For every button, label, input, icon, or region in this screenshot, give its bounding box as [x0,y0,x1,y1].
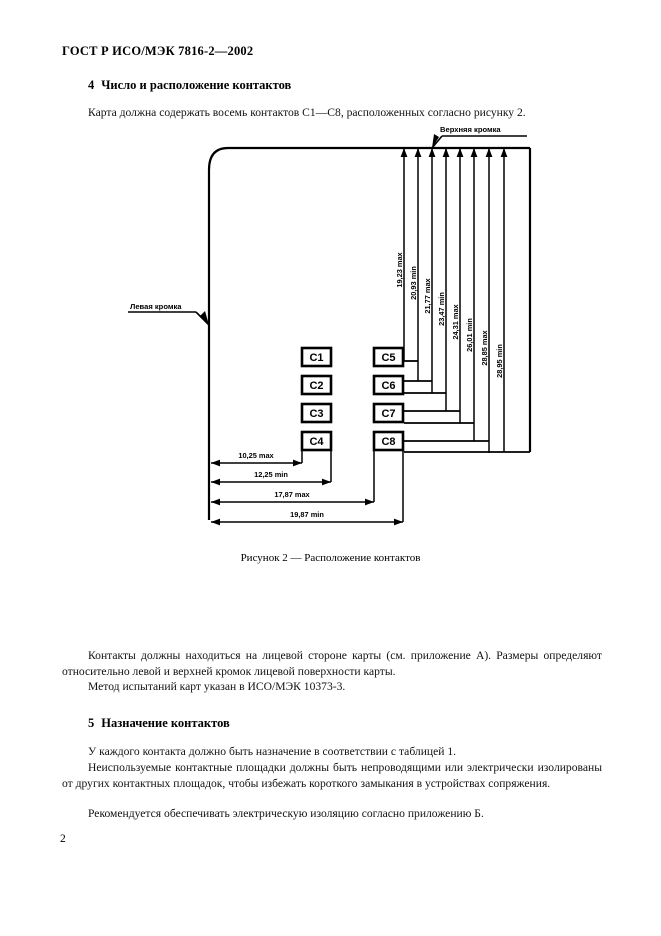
vdim-4 [442,148,450,411]
contact-label-c5: C5 [381,352,395,364]
vdim-label-4: 23,47 min [437,292,446,326]
card-outline [207,146,532,520]
section-5-title: Назначение контактов [101,716,230,730]
section-5-number: 5 [88,716,95,730]
section-heading-5: 5 Назначение контактов [88,716,230,731]
vdim-3 [428,148,436,393]
contact-pad-c6: C6 [372,374,405,396]
section-4-title: Число и расположение контактов [101,78,292,92]
document-header-standard-number: ГОСТ Р ИСО/МЭК 7816-2—2002 [62,44,254,58]
contact-label-c2: C2 [309,380,323,392]
contact-pads-left: C1 C2 C3 C4 [300,346,333,452]
contact-label-c1: C1 [309,352,323,364]
contact-label-c6: C6 [381,380,395,392]
vdim-2 [414,148,422,381]
vdim-6 [470,148,478,441]
left-edge-label: Левая кромка [130,302,182,311]
contact-pad-c3: C3 [300,402,333,424]
body-paragraph-1: Контакты должны находиться на лицевой ст… [62,649,602,678]
contact-pad-c7: C7 [372,402,405,424]
vertical-dimension-labels: 19,23 max 20,93 min 21,77 max 23,47 min … [395,251,504,377]
contact-pad-c2: C2 [300,374,333,396]
vdim-label-8: 28,95 min [495,344,504,378]
vdim-label-1: 19,23 max [395,251,404,287]
contact-label-c4: C4 [309,436,324,448]
contact-label-c8: C8 [381,436,395,448]
contact-pad-c5: C5 [372,346,405,368]
figure-2-contact-layout: Верхняя кромка Левая кромка [0,120,661,540]
section-4-paragraph-1: Карта должна содержать восемь контактов … [88,106,526,119]
hdim-4: 19,87 min [211,510,403,526]
hdim-label-4: 19,87 min [290,510,324,519]
vdim-label-6: 26,01 min [465,318,474,352]
pad-extension-ticks [301,450,404,522]
contact-pad-c1: C1 [300,346,333,368]
horizontal-dimension-lines: 10,25 max 12,25 min 17,87 max [211,451,403,526]
hdim-label-2: 12,25 min [254,470,288,479]
section-4-number: 4 [88,78,95,92]
hdim-1: 10,25 max [211,451,302,467]
figure-2-svg: Верхняя кромка Левая кромка [128,125,532,526]
contact-pad-c4: C4 [300,430,333,452]
section-5-paragraph-3: Рекомендуется обеспечивать электрическую… [88,807,484,820]
right-contact-connectors [404,360,530,453]
contact-pad-c8: C8 [372,430,405,452]
left-edge-arrow [200,311,209,325]
vdim-label-2: 20,93 min [409,266,418,300]
figure-2-caption: Рисунок 2 — Расположение контактов [240,552,421,564]
vdim-label-3: 21,77 max [423,277,432,313]
vdim-label-5: 24,31 max [451,303,460,339]
vdim-7 [485,148,493,453]
left-edge-leader [128,311,210,326]
top-edge-leader [431,134,527,149]
top-edge-label: Верхняя кромка [440,125,501,134]
vdim-5 [456,148,464,423]
vdim-label-7: 28,85 max [480,329,489,365]
section-5-paragraph-2: Неиспользуемые контактные площадки должн… [62,761,602,790]
contact-pads-right: C5 C6 C7 C8 [372,346,405,452]
contact-label-c3: C3 [309,408,323,420]
hdim-label-1: 10,25 max [238,451,274,460]
contact-label-c7: C7 [381,408,395,420]
hdim-label-3: 17,87 max [274,490,310,499]
vdim-1 [400,148,408,361]
hdim-3: 17,87 max [211,490,374,506]
vertical-dimension-lines [400,148,508,453]
section-heading-4: 4 Число и расположение контактов [88,78,291,93]
vdim-8 [500,148,508,452]
page-number: 2 [60,833,66,845]
section-5-paragraph-1: У каждого контакта должно быть назначени… [88,745,457,758]
top-edge-arrow [432,134,439,148]
body-paragraph-2: Метод испытаний карт указан в ИСО/МЭК 10… [88,680,346,693]
hdim-2: 12,25 min [211,470,331,486]
